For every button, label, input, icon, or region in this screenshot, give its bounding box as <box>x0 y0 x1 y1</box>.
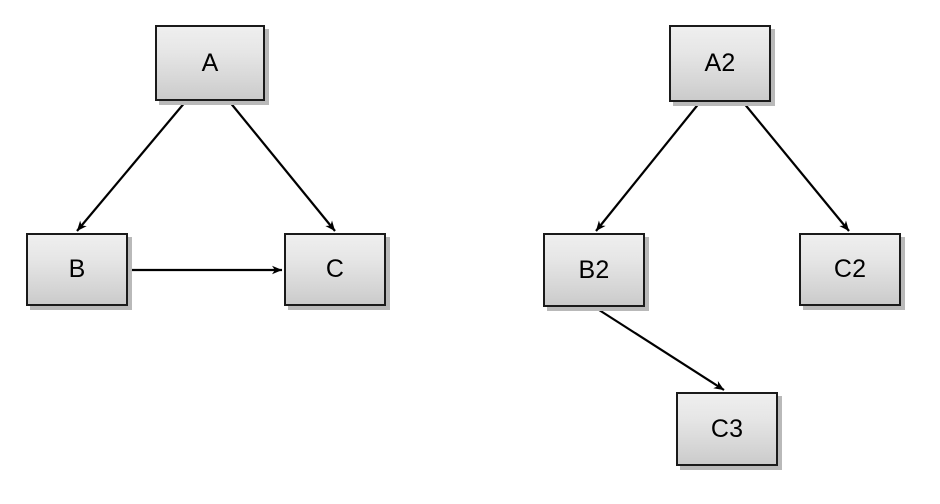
node-label-c3: C3 <box>710 414 744 443</box>
node-label-c2: C2 <box>833 255 867 283</box>
node-b[interactable]: B <box>26 233 128 306</box>
node-label-b2: B2 <box>578 255 610 284</box>
node-label-a2: A2 <box>704 49 736 77</box>
node-label-c: C <box>325 255 345 283</box>
node-a2[interactable]: A2 <box>669 25 771 102</box>
node-a[interactable]: A <box>155 25 265 101</box>
edge-a2-to-c2[interactable] <box>742 101 850 232</box>
node-c2[interactable]: C2 <box>799 233 901 306</box>
edge-a-to-b[interactable] <box>76 100 187 232</box>
node-c3[interactable]: C3 <box>676 392 778 466</box>
node-b2[interactable]: B2 <box>543 233 645 307</box>
edge-a2-to-b2[interactable] <box>595 101 701 232</box>
node-c[interactable]: C <box>284 233 386 306</box>
edge-b2-to-c3[interactable] <box>595 307 725 391</box>
edge-a-to-c[interactable] <box>228 100 336 232</box>
node-label-b: B <box>68 255 86 283</box>
node-label-a: A <box>201 48 219 77</box>
